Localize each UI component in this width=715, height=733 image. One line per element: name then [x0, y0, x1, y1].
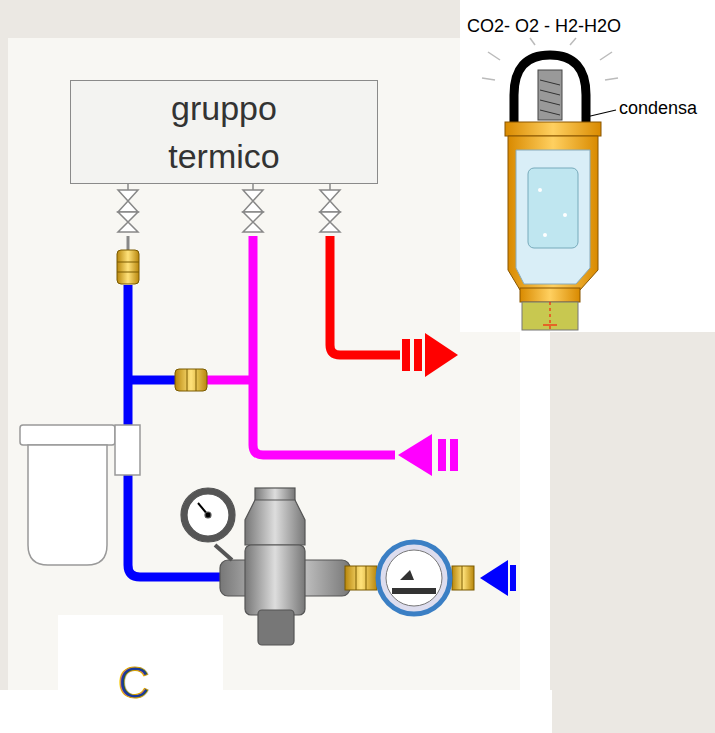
water-filter [20, 425, 140, 565]
pressure-reducer [181, 488, 350, 645]
gas-label: CO2- O2 - H2-H2O [467, 16, 621, 37]
figure-letter: C [118, 658, 150, 708]
panel [8, 38, 520, 690]
shutoff-valves [118, 180, 340, 232]
brass-fittings [117, 250, 207, 391]
callout-label: condensa [619, 98, 697, 119]
water-meter [345, 542, 474, 614]
flow-arrow [480, 560, 508, 596]
flow-arrow [425, 333, 458, 377]
unit-box: gruppo termico [70, 80, 378, 184]
air-vent [482, 38, 618, 332]
hot-pipe [330, 236, 400, 355]
unit-name: gruppo termico [129, 84, 319, 180]
mixed-pipe [253, 236, 395, 455]
inset-panel [460, 0, 715, 332]
flow-arrow [398, 434, 432, 476]
